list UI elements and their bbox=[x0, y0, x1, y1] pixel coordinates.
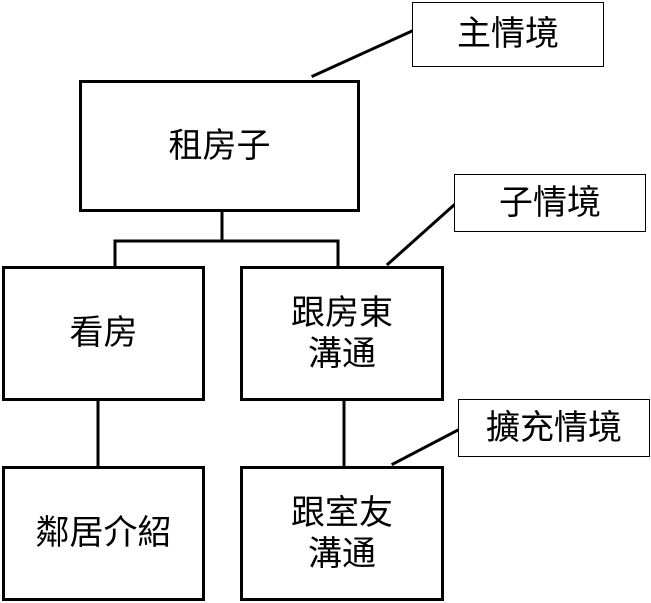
neighborhood-intro-text: 鄰居介紹 bbox=[35, 513, 172, 554]
talk-landlord-text: 跟房東 溝通 bbox=[291, 292, 393, 374]
sub-scenario-label: 子情境 bbox=[454, 174, 646, 232]
neighborhood-intro-box: 鄰居介紹 bbox=[2, 466, 205, 601]
main-label-pointer bbox=[311, 29, 414, 78]
root-scenario-text: 租房子 bbox=[168, 125, 271, 166]
main-scenario-label: 主情境 bbox=[412, 2, 604, 67]
extended-label-pointer bbox=[390, 427, 461, 467]
talk-roommate-text: 跟室友 溝通 bbox=[291, 492, 393, 574]
view-house-text: 看房 bbox=[69, 313, 138, 354]
sub-scenario-label-text: 子情境 bbox=[499, 182, 601, 223]
talk-landlord-box: 跟房東 溝通 bbox=[240, 266, 444, 401]
extended-scenario-label: 擴充情境 bbox=[458, 399, 650, 457]
sub-label-pointer bbox=[385, 202, 457, 267]
talk-roommate-box: 跟室友 溝通 bbox=[240, 466, 444, 601]
view-house-box: 看房 bbox=[2, 266, 205, 401]
main-scenario-label-text: 主情境 bbox=[457, 14, 559, 55]
root-scenario-box: 租房子 bbox=[79, 80, 360, 212]
extended-scenario-label-text: 擴充情境 bbox=[486, 407, 622, 448]
